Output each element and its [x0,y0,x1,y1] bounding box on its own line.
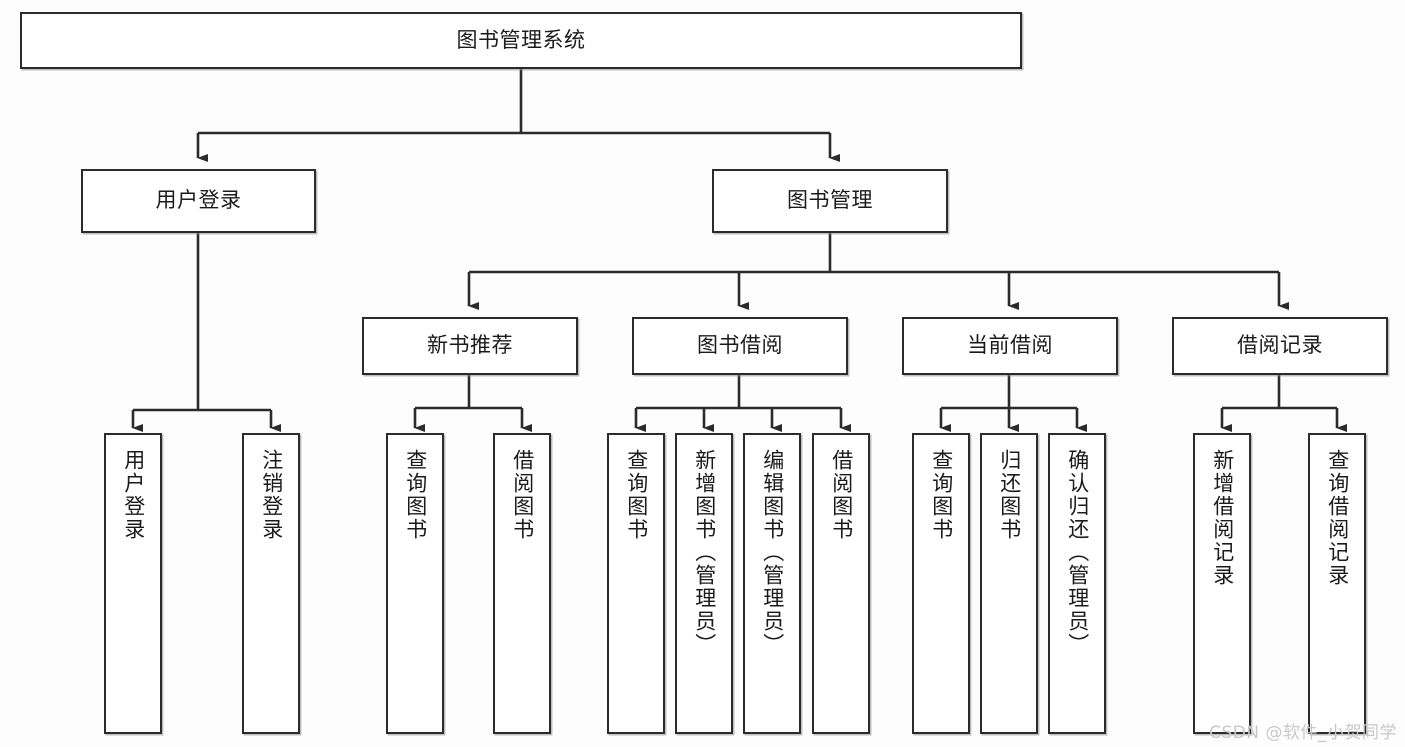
node-leaf-query-book-1[interactable]: 查询图书 [386,433,444,734]
node-borrow-record[interactable]: 借阅记录 [1172,317,1388,375]
node-root[interactable]: 图书管理系统 [20,12,1022,69]
node-new-book-rec[interactable]: 新书推荐 [362,317,578,375]
node-leaf-confirm-return[interactable]: 确认归还（管理员） [1048,433,1106,734]
node-book-manage-label: 图书管理 [787,188,873,213]
node-leaf-add-record-label: 新增借阅记录 [1210,449,1235,587]
node-leaf-user-login-label: 用户登录 [121,449,146,541]
node-leaf-add-book-label: 新增图书（管理员） [692,449,717,656]
node-book-borrow[interactable]: 图书借阅 [632,317,848,375]
node-leaf-return-book-label: 归还图书 [997,449,1022,541]
node-leaf-query-book-3-label: 查询图书 [929,449,954,541]
node-user-login-label: 用户登录 [155,188,242,213]
node-new-book-rec-label: 新书推荐 [427,333,513,358]
node-leaf-query-record[interactable]: 查询借阅记录 [1308,433,1366,734]
node-book-manage[interactable]: 图书管理 [712,169,948,233]
node-leaf-edit-book[interactable]: 编辑图书（管理员） [743,433,801,734]
node-leaf-user-logout-label: 注销登录 [259,449,284,541]
node-leaf-query-book-2[interactable]: 查询图书 [607,433,665,734]
node-leaf-query-book-3[interactable]: 查询图书 [912,433,970,734]
node-current-borrow[interactable]: 当前借阅 [902,317,1118,375]
node-leaf-user-logout[interactable]: 注销登录 [242,433,300,734]
node-leaf-edit-book-label: 编辑图书（管理员） [760,449,785,656]
node-borrow-record-label: 借阅记录 [1237,333,1323,358]
node-leaf-borrow-book-1-label: 借阅图书 [510,449,535,541]
node-leaf-return-book[interactable]: 归还图书 [980,433,1038,734]
node-leaf-add-book[interactable]: 新增图书（管理员） [675,433,733,734]
node-leaf-add-record[interactable]: 新增借阅记录 [1193,433,1251,734]
node-book-borrow-label: 图书借阅 [697,333,783,358]
node-leaf-query-book-2-label: 查询图书 [624,449,649,541]
node-root-label: 图书管理系统 [456,27,586,52]
node-leaf-query-book-1-label: 查询图书 [403,449,428,541]
node-leaf-borrow-book-1[interactable]: 借阅图书 [493,433,551,734]
node-leaf-borrow-book-2[interactable]: 借阅图书 [812,433,870,734]
node-leaf-confirm-return-label: 确认归还（管理员） [1065,449,1090,656]
node-leaf-query-record-label: 查询借阅记录 [1325,449,1350,587]
csdn-watermark: CSDN @软件_小贺同学 [1209,723,1397,743]
node-leaf-user-login[interactable]: 用户登录 [104,433,162,734]
node-user-login[interactable]: 用户登录 [81,169,316,233]
node-current-borrow-label: 当前借阅 [967,333,1053,358]
node-leaf-borrow-book-2-label: 借阅图书 [829,449,854,541]
